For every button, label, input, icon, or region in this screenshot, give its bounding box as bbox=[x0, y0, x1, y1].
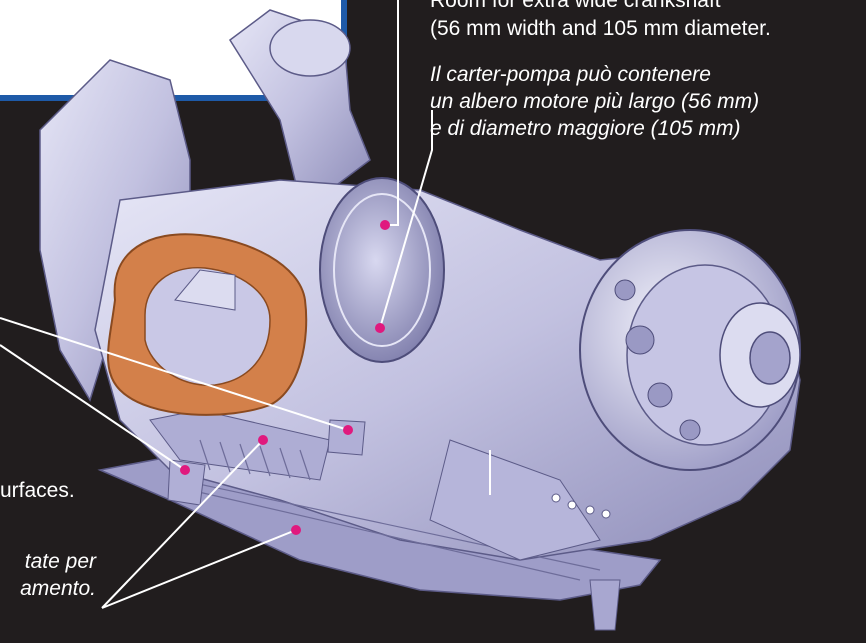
crankshaft-note-en-line2: (56 mm width and 105 mm diameter. bbox=[430, 17, 771, 40]
callout-dot bbox=[180, 465, 190, 475]
surfaces-note-it-line1: tate per bbox=[24, 550, 96, 573]
surfaces-note-en: urfaces. bbox=[0, 479, 75, 502]
callout-dot bbox=[258, 435, 268, 445]
callout-dot bbox=[291, 525, 301, 535]
crankshaft-note-it-line1: Il carter-pompa può contenere bbox=[430, 63, 711, 86]
leader-lines bbox=[0, 0, 491, 609]
callout-dot bbox=[343, 425, 353, 435]
callout-dots bbox=[180, 220, 390, 535]
crankshaft-note-en-line1: Room for extra wide crankshaft bbox=[430, 0, 721, 12]
callout-dot bbox=[375, 323, 385, 333]
gasket-ring bbox=[107, 233, 308, 416]
crankshaft-note-it-line2: un albero motore più largo (56 mm) bbox=[430, 90, 760, 113]
crankshaft-note-it-line3: e di diametro maggiore (105 mm) bbox=[430, 117, 741, 140]
callout-dot bbox=[380, 220, 390, 230]
surfaces-note-it-line2: amento. bbox=[20, 577, 96, 600]
